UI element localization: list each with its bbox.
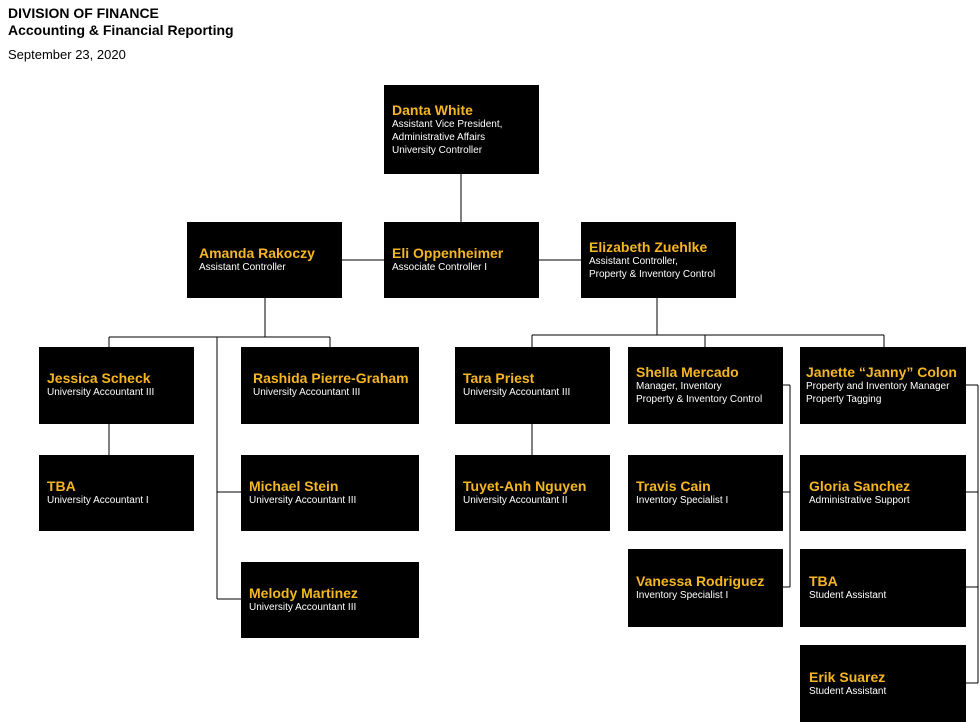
person-name: Amanda Rakoczy: [199, 245, 315, 261]
org-node-tba-student-assistant: TBA Student Assistant: [800, 549, 966, 627]
person-name: TBA: [809, 573, 838, 589]
person-name: Janette “Janny” Colon: [806, 364, 957, 380]
person-title: Inventory Specialist I: [636, 590, 729, 601]
org-node-erik-suarez: Erik Suarez Student Assistant: [800, 645, 966, 722]
person-name: Elizabeth Zuehlke: [589, 239, 708, 255]
org-node-rashida-pierre-graham: Rashida Pierre-Graham University Account…: [241, 347, 419, 424]
org-node-travis-cain: Travis Cain Inventory Specialist I: [628, 455, 783, 531]
person-title: Manager, Inventory Property & Inventory …: [636, 381, 763, 405]
person-name: TBA: [47, 478, 76, 494]
person-title: Student Assistant: [809, 590, 887, 601]
org-node-eli-oppenheimer: Eli Oppenheimer Associate Controller I: [384, 222, 539, 298]
person-title: University Accountant III: [249, 495, 357, 506]
person-name: Erik Suarez: [809, 669, 886, 685]
person-name: Michael Stein: [249, 478, 339, 494]
org-node-janette-colon: Janette “Janny” Colon Property and Inven…: [800, 347, 966, 424]
org-node-shella-mercado: Shella Mercado Manager, Inventory Proper…: [628, 347, 783, 424]
department-title: Accounting & Financial Reporting: [8, 22, 234, 38]
person-title: Assistant Vice President, Administrative…: [392, 119, 503, 156]
person-name: Eli Oppenheimer: [392, 245, 504, 261]
org-node-tba-accountant: TBA University Accountant I: [39, 455, 194, 531]
org-node-amanda-rakoczy: Amanda Rakoczy Assistant Controller: [187, 222, 342, 298]
person-title: Assistant Controller, Property & Invento…: [589, 256, 716, 280]
person-name: Gloria Sanchez: [809, 478, 911, 494]
org-node-elizabeth-zuehlke: Elizabeth Zuehlke Assistant Controller, …: [581, 222, 736, 298]
org-node-michael-stein: Michael Stein University Accountant III: [241, 455, 419, 531]
person-title: University Accountant III: [463, 387, 571, 398]
org-node-tuyet-anh-nguyen: Tuyet-Anh Nguyen University Accountant I…: [455, 455, 610, 531]
org-node-tara-priest: Tara Priest University Accountant III: [455, 347, 610, 424]
org-node-danta-white: Danta White Assistant Vice President, Ad…: [384, 85, 539, 174]
person-title: University Accountant III: [249, 602, 357, 613]
division-title: DIVISION OF FINANCE: [8, 5, 159, 21]
person-title: University Accountant III: [47, 387, 155, 398]
chart-date: September 23, 2020: [8, 47, 126, 62]
org-node-vanessa-rodriguez: Vanessa Rodriguez Inventory Specialist I: [628, 549, 783, 627]
person-title: University Accountant III: [253, 387, 361, 398]
person-name: Vanessa Rodriguez: [636, 573, 765, 589]
person-title: Assistant Controller: [199, 262, 286, 273]
person-title: Associate Controller I: [392, 262, 488, 273]
org-node-melody-martinez: Melody Martinez University Accountant II…: [241, 562, 419, 638]
person-name: Tara Priest: [463, 370, 535, 386]
person-title: Inventory Specialist I: [636, 495, 729, 506]
person-title: Property and Inventory Manager Property …: [806, 381, 950, 405]
person-title: University Accountant II: [463, 495, 568, 506]
person-name: Rashida Pierre-Graham: [253, 370, 409, 386]
person-name: Shella Mercado: [636, 364, 739, 380]
person-name: Tuyet-Anh Nguyen: [463, 478, 587, 494]
person-title: Administrative Support: [809, 495, 910, 506]
person-title: Student Assistant: [809, 686, 887, 697]
org-node-jessica-scheck: Jessica Scheck University Accountant III: [39, 347, 194, 424]
org-node-gloria-sanchez: Gloria Sanchez Administrative Support: [800, 455, 966, 531]
person-name: Jessica Scheck: [47, 370, 151, 386]
person-title: University Accountant I: [47, 495, 149, 506]
person-name: Travis Cain: [636, 478, 711, 494]
person-name: Melody Martinez: [249, 585, 358, 601]
person-name: Danta White: [392, 102, 473, 118]
